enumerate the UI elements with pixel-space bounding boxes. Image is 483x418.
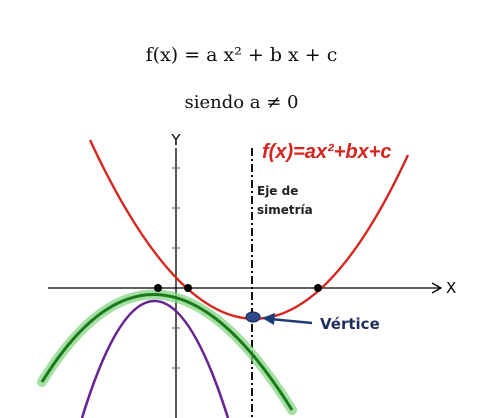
vertex-arrow bbox=[269, 317, 313, 325]
parabola-diagram: Y X f(x)=ax²+bx+c Eje de simetría Vértic… bbox=[37, 131, 456, 418]
symmetry-label-line1: Eje de bbox=[257, 184, 298, 198]
green-parabola bbox=[40, 293, 294, 411]
red-root-left-point bbox=[184, 284, 192, 292]
vertex-point bbox=[245, 311, 261, 323]
green-vertex-point bbox=[154, 284, 162, 292]
y-axis-ticks bbox=[172, 167, 180, 369]
x-axis-label: X bbox=[446, 279, 456, 297]
formula-condition: siendo a ≠ 0 bbox=[0, 92, 483, 113]
red-root-right-point bbox=[314, 284, 322, 292]
vertex-arrow-head bbox=[262, 313, 275, 325]
formula-text: f(x) = a x² + b x + c bbox=[145, 44, 338, 66]
formula-title: f(x) = a x² + b x + c bbox=[0, 44, 483, 66]
x-axis-arrow bbox=[431, 282, 443, 294]
symmetry-label-line2: simetría bbox=[257, 203, 313, 217]
vertex-label: Vértice bbox=[320, 315, 380, 333]
purple-parabola bbox=[80, 299, 230, 418]
condition-text: siendo a ≠ 0 bbox=[184, 92, 299, 113]
y-axis-label: Y bbox=[170, 131, 181, 149]
function-label: f(x)=ax²+bx+c bbox=[262, 141, 392, 163]
